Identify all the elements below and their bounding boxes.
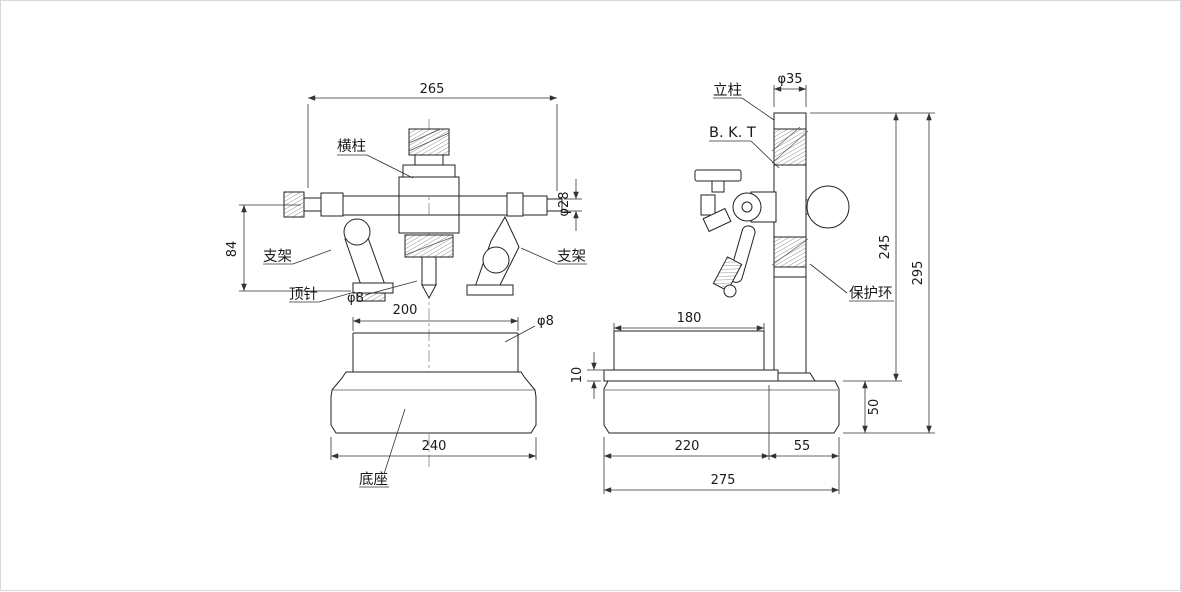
- front-spindle-assembly: [398, 128, 460, 300]
- dim-column-height: 245: [878, 235, 893, 260]
- dim-column-dia: φ35: [777, 72, 802, 87]
- dim-shaft-dia: φ28: [557, 191, 572, 216]
- label-column: 立柱: [713, 82, 742, 99]
- beam-left-collar: [320, 192, 344, 217]
- label-base: 底座: [359, 471, 388, 488]
- label-bkt: B. K. T: [709, 125, 756, 141]
- t-knob: [694, 169, 742, 182]
- front-dimensions: 265 84 φ28 200 φ8 φ8: [225, 82, 582, 460]
- dim-table-width: 200: [393, 303, 418, 318]
- clamp-lower: [398, 214, 460, 234]
- front-base: [330, 332, 537, 434]
- guard-ring-band: [773, 266, 807, 278]
- beam-body-right2: [522, 195, 548, 216]
- dim-base-height: 50: [867, 399, 882, 416]
- side-clamp-assembly: [694, 169, 777, 298]
- lever-grip: [712, 256, 743, 292]
- base-body: [330, 371, 537, 434]
- dim-pin-dia: φ8: [347, 291, 364, 306]
- beam-body-left: [342, 195, 400, 216]
- table-plate: [603, 369, 779, 382]
- dim-overall-depth: 275: [711, 473, 736, 488]
- side-knob: [700, 194, 716, 216]
- clamp-hub-axle: [741, 201, 753, 213]
- spindle-rod: [421, 256, 437, 286]
- spindle-collar: [402, 164, 456, 178]
- dim-overall-width: 265: [420, 82, 445, 97]
- beam-right-shaft: [546, 198, 563, 212]
- bracket-right-foot: [466, 284, 514, 296]
- side-machine: [603, 112, 850, 434]
- front-brackets: [343, 215, 520, 302]
- spindle-step: [414, 154, 444, 166]
- side-view: φ35 245 295 50 180 10: [570, 72, 935, 494]
- spindle-tip: [421, 284, 437, 300]
- dim-table-depth: 180: [677, 311, 702, 326]
- side-base: [603, 330, 840, 434]
- dim-overall-height: 295: [911, 261, 926, 286]
- clamp-hub: [732, 192, 762, 222]
- bracket-right-hub: [482, 246, 510, 274]
- lever-end: [723, 284, 737, 298]
- side-dimensions: φ35 245 295 50 180 10: [570, 72, 935, 494]
- front-machine: [283, 119, 563, 469]
- clamp-bracket: [702, 207, 732, 233]
- beam-left-shaft: [303, 197, 322, 212]
- clamp-upper: [398, 176, 460, 197]
- front-view: 265 84 φ28 200 φ8 φ8: [225, 82, 587, 488]
- front-beam: [283, 191, 563, 218]
- dim-base-offset: 55: [794, 439, 811, 454]
- label-guard-ring: 保护环: [849, 285, 893, 302]
- label-pin: 顶针: [289, 286, 318, 303]
- dim-base-width: 240: [422, 439, 447, 454]
- label-beam: 横柱: [337, 138, 366, 155]
- bracket-left-hub: [343, 218, 371, 246]
- beam-left-knob: [283, 191, 305, 218]
- dim-plate-thickness: 10: [570, 367, 585, 384]
- beam-body-right: [458, 195, 508, 216]
- t-knob-stem: [711, 180, 725, 193]
- side-labels: 立柱 B. K. T 保护环: [709, 82, 894, 302]
- dim-hole-dia: φ8: [537, 314, 554, 329]
- dim-base-depth: 220: [675, 439, 700, 454]
- label-bracket-right: 支架: [557, 248, 586, 265]
- beam-right-collar: [506, 192, 524, 217]
- dim-bracket-height: 84: [225, 241, 240, 258]
- label-bracket-left: 支架: [263, 248, 292, 265]
- ball-knob: [806, 185, 850, 229]
- front-labels: 横柱 支架 支架 顶针 底座: [263, 138, 587, 488]
- side-base-body: [603, 380, 840, 434]
